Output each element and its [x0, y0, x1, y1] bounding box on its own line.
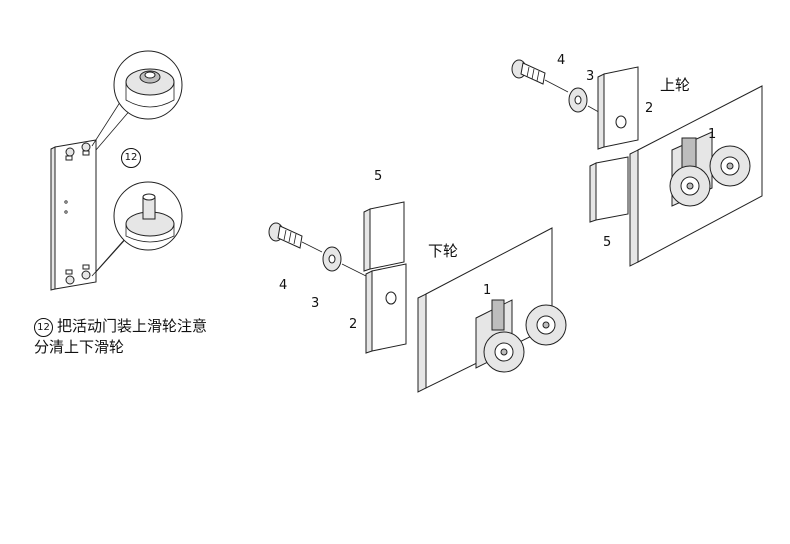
upper-part-3-label: 3 — [586, 69, 595, 84]
upper-part-2-label: 2 — [645, 101, 654, 116]
lower-wheel-assembly — [268, 201, 567, 393]
lower-part-5-label: 5 — [374, 169, 383, 184]
upper-part-4-label: 4 — [557, 53, 566, 68]
door-panel-overview — [50, 139, 97, 291]
upper-wheel-magnifier — [91, 50, 183, 151]
caption-step-number: 12 — [34, 318, 53, 337]
upper-part-5-label: 5 — [603, 235, 612, 250]
lower-part-2-label: 2 — [349, 317, 358, 332]
lower-wheel-title: 下轮 — [428, 242, 459, 260]
upper-part-1-label: 1 — [708, 127, 717, 142]
lower-part-1-label: 1 — [483, 283, 492, 298]
upper-wheel-title: 上轮 — [660, 76, 691, 94]
lower-part-4-label: 4 — [279, 278, 288, 293]
lower-wheel-magnifier — [91, 181, 183, 277]
caption-text: 把活动门装上滑轮注意分清上下滑轮 — [34, 317, 208, 356]
step-number-badge: 12 — [121, 148, 141, 168]
upper-wheel-assembly — [511, 59, 763, 267]
lower-part-3-label: 3 — [311, 296, 320, 311]
